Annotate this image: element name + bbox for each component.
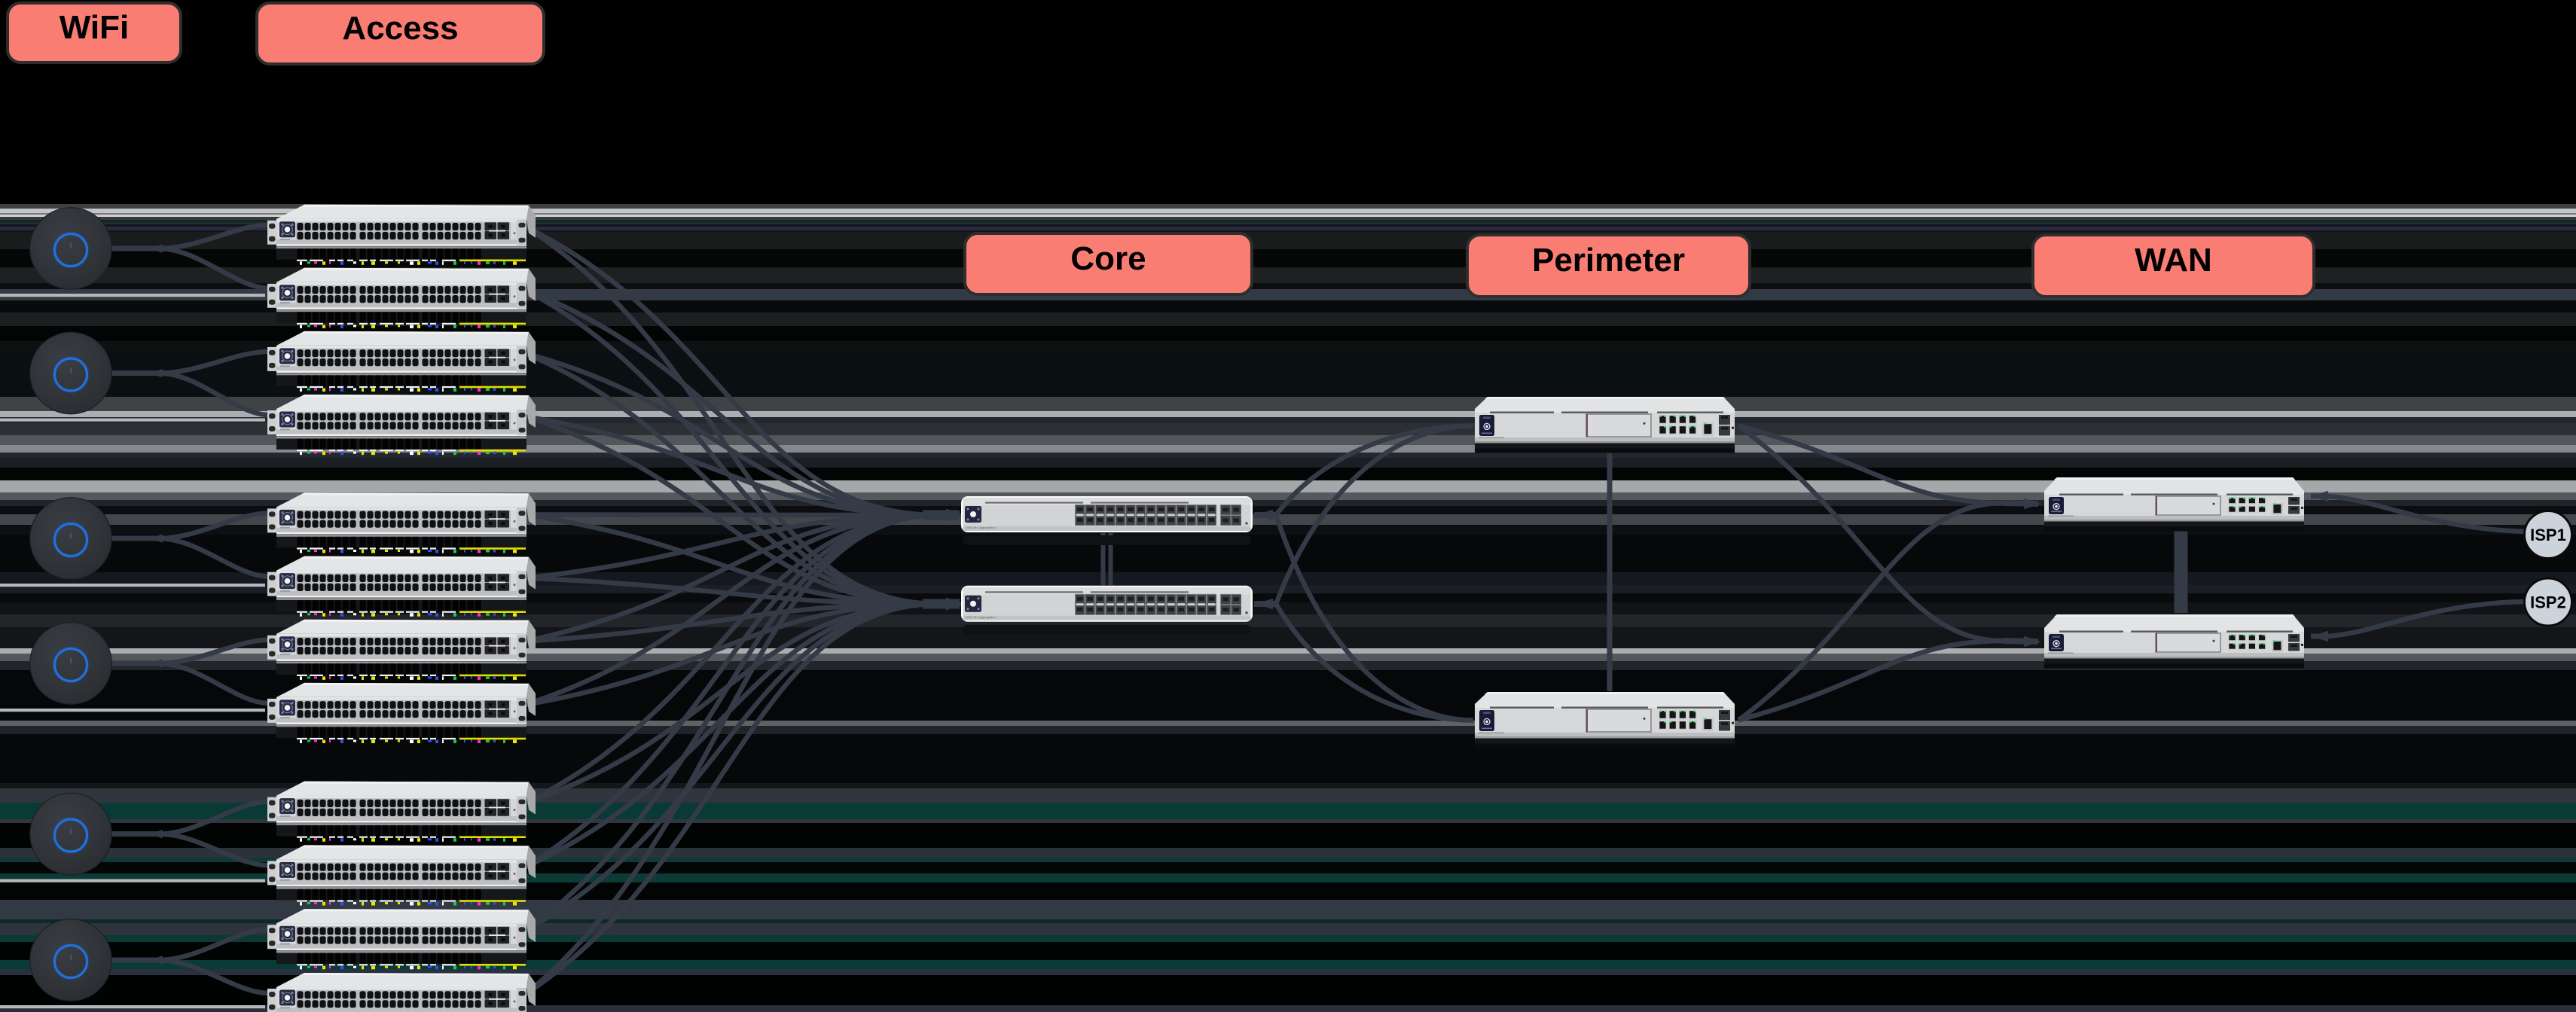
svg-text:ISP1: ISP1	[2530, 526, 2566, 544]
svg-text:ISP2: ISP2	[2530, 593, 2566, 612]
